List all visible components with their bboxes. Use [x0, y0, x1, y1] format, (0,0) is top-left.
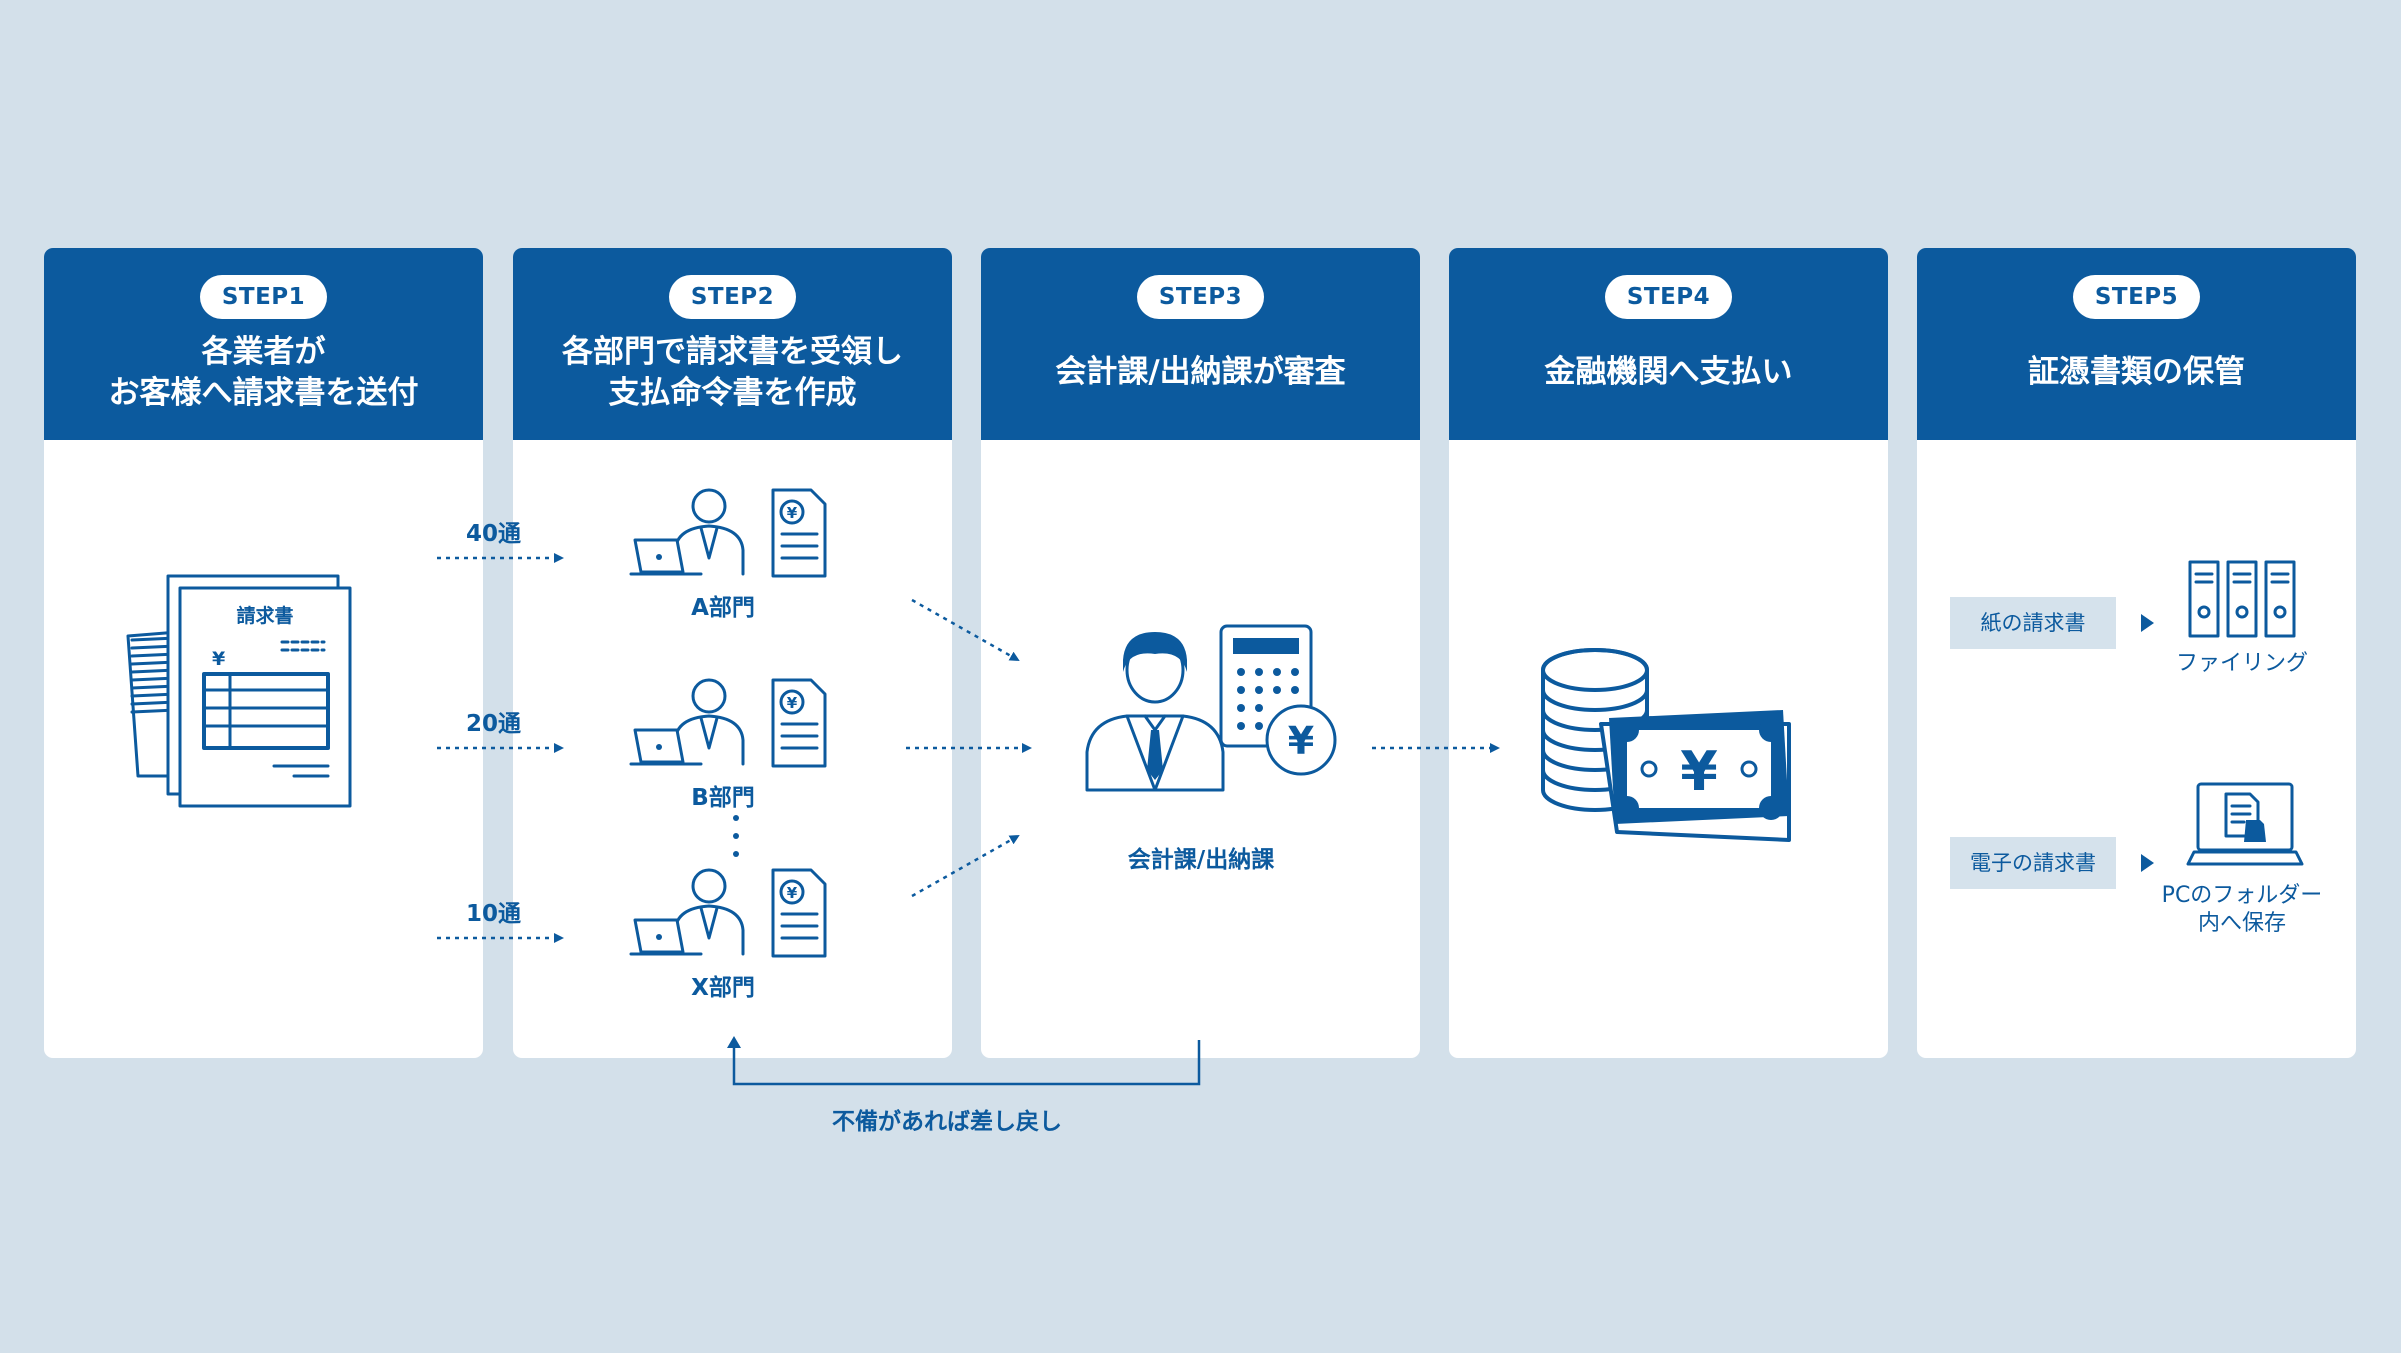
step2-body: ¥ A部門 ¥ B部門: [513, 440, 952, 1058]
step2-title: 各部門で請求書を受領し 支払命令書を作成: [562, 333, 903, 411]
step4-header: STEP4 金融機関へ支払い: [1449, 248, 1888, 440]
step3-header: STEP3 会計課/出納課が審査: [981, 248, 1420, 440]
arrow-right-icon: [2141, 614, 2154, 632]
count-x-label: 10通: [466, 901, 522, 927]
step3-badge: STEP3: [1136, 275, 1265, 319]
svg-text:¥: ¥: [787, 504, 798, 522]
svg-text:¥: ¥: [787, 884, 798, 902]
invoice-title-text: 請求書: [236, 604, 293, 627]
paper-invoice-tag: 紙の請求書: [1950, 597, 2116, 649]
arrow-x-to-step3: [911, 834, 1020, 898]
count-b-label: 20通: [466, 711, 522, 737]
step2-badge: STEP2: [668, 275, 797, 319]
digital-invoice-tag: 電子の請求書: [1950, 837, 2116, 889]
step2-card: STEP2 各部門で請求書を受領し 支払命令書を作成 ¥ A部門: [513, 248, 952, 1058]
return-arrow-head: [727, 1036, 741, 1048]
step1-header: STEP1 各業者が お客様へ請求書を送付: [44, 248, 483, 440]
return-arrow-line: [732, 1040, 1201, 1086]
accounting-label: 会計課/出納課: [1127, 847, 1275, 873]
invoice-stack-icon: 請求書 ¥: [126, 574, 352, 808]
step1-card: STEP1 各業者が お客様へ請求書を送付 請求書 ¥: [44, 248, 483, 1058]
step5-card: STEP5 証憑書類の保管 紙の請求書 ファイリング 電子の請求書 PCのフォル…: [1917, 248, 2356, 1058]
laptop-folder-icon: [2186, 782, 2304, 866]
step1-badge: STEP1: [199, 275, 328, 319]
ellipsis-dots: [733, 815, 739, 857]
svg-text:¥: ¥: [787, 694, 798, 712]
step4-body: ¥: [1449, 440, 1888, 1058]
step4-card: STEP4 金融機関へ支払い ¥: [1449, 248, 1888, 1058]
step5-body: 紙の請求書 ファイリング 電子の請求書 PCのフォルダー 内へ保存: [1917, 440, 2356, 1058]
svg-text:¥: ¥: [1680, 740, 1718, 803]
coins-and-banknote-icon: ¥: [1541, 648, 1791, 842]
accountant-calculator-icon: ¥: [1085, 624, 1337, 792]
invoice-yen-text: ¥: [212, 648, 225, 670]
step2-header: STEP2 各部門で請求書を受領し 支払命令書を作成: [513, 248, 952, 440]
step4-badge: STEP4: [1604, 275, 1733, 319]
binder-files-icon: [2188, 560, 2296, 638]
svg-text:¥: ¥: [1288, 719, 1314, 763]
step1-body: 請求書 ¥: [44, 440, 483, 1058]
pc-folder-label: PCのフォルダー 内へ保存: [2161, 883, 2323, 936]
step5-badge: STEP5: [2072, 275, 2201, 319]
department-b-icon: ¥: [629, 678, 827, 768]
department-x-label: X部門: [691, 975, 755, 1001]
step1-title: 各業者が お客様へ請求書を送付: [108, 333, 419, 411]
arrow-a-to-step3: [911, 598, 1020, 662]
department-a-label: A部門: [691, 595, 755, 621]
department-b-label: B部門: [691, 785, 755, 811]
department-x-icon: ¥: [629, 868, 827, 958]
step4-title: 金融機関へ支払い: [1544, 354, 1793, 390]
department-a-icon: ¥: [629, 488, 827, 578]
step3-card: STEP3 会計課/出納課が審査 ¥ 会計課/出納課: [981, 248, 1420, 1058]
return-note: 不備があれば差し戻し: [832, 1109, 1062, 1135]
step5-header: STEP5 証憑書類の保管: [1917, 248, 2356, 440]
count-a-label: 40通: [466, 521, 522, 547]
step5-title: 証憑書類の保管: [2028, 354, 2245, 390]
step3-title: 会計課/出納課が審査: [1055, 354, 1346, 390]
step3-body: ¥ 会計課/出納課: [981, 440, 1420, 1058]
filing-label: ファイリング: [2175, 651, 2308, 676]
arrow-right-icon: [2141, 854, 2154, 872]
